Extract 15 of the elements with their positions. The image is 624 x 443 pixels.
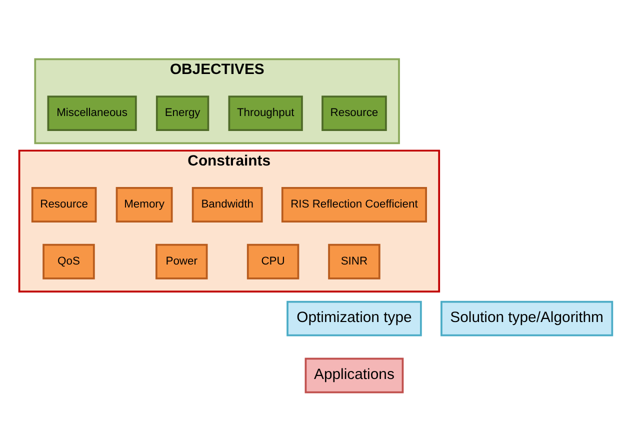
node-box: CPU [246,243,300,279]
node-box: Applications [304,357,404,393]
node-box: Power [156,243,208,279]
node-box: Miscellaneous [47,95,137,131]
node-box: SINR [328,243,380,279]
node-box: Solution type/Algorithm [440,300,614,336]
node-box: Resource [322,95,387,131]
node-box: Throughput [228,95,303,131]
node-box: Energy [156,95,210,131]
node-box: Bandwidth [192,186,263,222]
node-box: Resource [31,186,97,222]
node-box: RIS Reflection Coefficient [281,186,427,222]
node-box: Memory [116,186,173,222]
node-box: Optimization type [286,300,422,336]
node-box: QoS [42,243,95,279]
